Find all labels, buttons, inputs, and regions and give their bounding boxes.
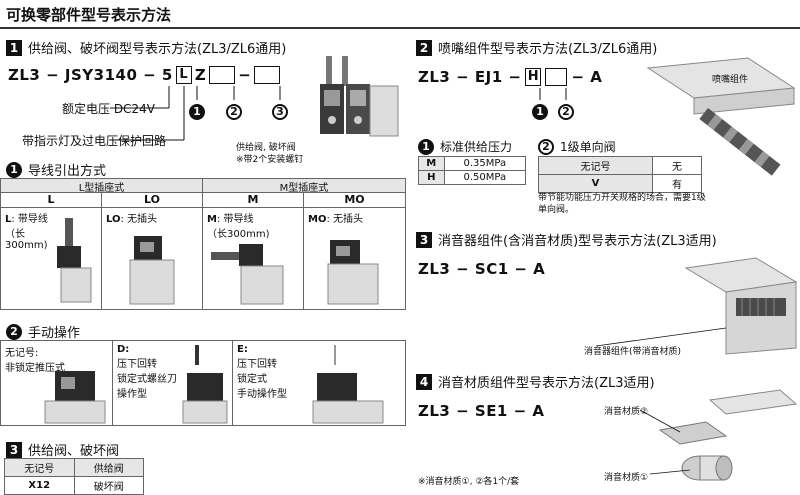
- sec1-number: 1: [6, 39, 22, 56]
- valve-note-2: ※带2个安装螺钉: [236, 155, 304, 165]
- sec1-dash: −: [238, 66, 252, 84]
- manual-opt-none: 无记号: 非锁定推压式: [1, 341, 113, 425]
- check-note-1: 带节能功能压力开关规格的场合，需要1级: [538, 193, 706, 203]
- sec4-model: ZL3 − SE1 − A: [418, 402, 545, 420]
- wiring-table: L型插座式 M型插座式 L LO M MO L: 带导线 （长 300mm) L…: [0, 178, 406, 310]
- connector-l-icon: [57, 218, 92, 303]
- check-note-2: 单向阀。: [538, 205, 575, 215]
- wiring-col-l: L: [1, 193, 102, 207]
- connector-mo-icon: [327, 240, 379, 305]
- wiring-number: 1: [6, 161, 22, 178]
- sec1-heading: 1 供给阀、破坏阀型号表示方法(ZL3/ZL6通用): [6, 38, 286, 57]
- wiring-heading: 1 导线引出方式: [6, 160, 106, 179]
- silencer-material-illustration: [639, 389, 798, 481]
- connector-lo-icon: [129, 236, 175, 305]
- sec2-suffix: − A: [571, 68, 603, 86]
- check-title: 1级单向阀: [560, 140, 616, 154]
- sec1-box-z: Z: [194, 66, 207, 84]
- manual-opt-e: E: 压下回转 锁定式 手动操作型: [233, 341, 405, 425]
- sec2-model-prefix: ZL3 − EJ1 −: [418, 68, 522, 86]
- manual-number: 2: [6, 323, 22, 340]
- sec2-model-code: ZL3 − EJ1 − H − A: [418, 68, 602, 86]
- sec1-circle-3: 3: [272, 100, 288, 120]
- sec1-model-code: ZL3 − JSY3140 − 5 L Z −: [8, 66, 281, 84]
- manual-e-icon: [312, 345, 384, 424]
- sec1-title: 供给阀、破坏阀型号表示方法(ZL3/ZL6通用): [28, 42, 287, 57]
- manual-none-icon: [44, 371, 106, 424]
- voltage-label: 额定电压 DC24V: [62, 102, 155, 116]
- wiring-group-l: L型插座式: [1, 179, 203, 194]
- sec1-circle-2: 2: [226, 100, 242, 120]
- manual-heading: 2 手动操作: [6, 322, 80, 341]
- sec2-box-h: H: [525, 68, 542, 86]
- wiring-cell-lo: LO: 无插头: [102, 208, 203, 309]
- wiring-cell-l: L: 带导线 （长 300mm): [1, 208, 102, 309]
- sec2-number: 2: [416, 39, 432, 56]
- wiring-cell-mo: MO: 无插头: [304, 208, 405, 309]
- nozzle-part-label: 喷嘴组件: [712, 75, 749, 85]
- manual-d-icon: [182, 345, 228, 424]
- sec3r-title: 消音器组件(含消音材质)型号表示方法(ZL3适用): [438, 234, 717, 249]
- wiring-col-m: M: [203, 193, 304, 207]
- sec2-heading: 2 喷嘴组件型号表示方法(ZL3/ZL6通用): [416, 38, 657, 57]
- sec2-circle-2: 2: [558, 100, 574, 120]
- sec1-box-3: [254, 66, 281, 84]
- wiring-col-lo: LO: [102, 193, 203, 207]
- connector-m-icon: [211, 244, 284, 305]
- sec3-number: 3: [6, 441, 22, 458]
- sec3-heading: 3 供给阀、破坏阀: [6, 440, 119, 459]
- wiring-col-mo: MO: [344, 193, 365, 206]
- nozzle-illustration: [646, 57, 796, 176]
- sec3r-model: ZL3 − SC1 − A: [418, 260, 546, 278]
- material-1-label: 消音材质①: [604, 473, 649, 483]
- valve-illustration: [320, 56, 399, 137]
- manual-title: 手动操作: [28, 326, 81, 341]
- sec3-title: 供给阀、破坏阀: [28, 444, 120, 459]
- manual-opt-d: D: 压下回转 锁定式螺丝刀 操作型: [113, 341, 233, 425]
- sec2-circle-1: 1: [532, 100, 548, 120]
- sec3r-number: 3: [416, 231, 432, 248]
- manual-table: 无记号: 非锁定推压式 D: 压下回转 锁定式螺丝刀 操作型 E: 压下回转 锁…: [0, 340, 406, 426]
- check-heading: 2 1级单向阀: [538, 138, 616, 155]
- sec1-model-prefix: ZL3 − JSY3140 − 5: [8, 66, 173, 84]
- sec4-heading: 4 消音材质组件型号表示方法(ZL3适用): [416, 372, 655, 391]
- indicator-label: 带指示灯及过电压保护回路: [22, 134, 167, 148]
- silencer-part-label: 消音器组件(带消音材质): [584, 347, 682, 357]
- sec1-circle-1: 1: [189, 100, 205, 120]
- page-title: 可换零部件型号表示方法: [6, 6, 172, 24]
- sec4-note: ※消音材质①, ②各1个/套: [418, 477, 520, 487]
- title-divider: [0, 27, 800, 29]
- sec4-title: 消音材质组件型号表示方法(ZL3适用): [438, 376, 655, 391]
- sec2-box-2: [545, 68, 568, 86]
- sec1-box-l: L: [175, 66, 192, 84]
- wiring-cell-m: M: 带导线 （长300mm): [203, 208, 304, 309]
- sec4-number: 4: [416, 373, 432, 390]
- wiring-title: 导线引出方式: [28, 164, 107, 179]
- pressure-title: 标准供给压力: [440, 140, 513, 154]
- wiring-group-m: M型插座式: [279, 183, 329, 194]
- material-2-label: 消音材质②: [604, 407, 649, 417]
- sec3r-heading: 3 消音器组件(含消音材质)型号表示方法(ZL3适用): [416, 230, 717, 249]
- silencer-illustration: [595, 257, 798, 355]
- pressure-heading: 1 标准供给压力: [418, 138, 512, 155]
- valve-note-1: 供给阀, 破坏阀: [236, 143, 296, 153]
- sec1-box-2: [209, 66, 236, 84]
- sec2-title: 喷嘴组件型号表示方法(ZL3/ZL6通用): [438, 42, 658, 57]
